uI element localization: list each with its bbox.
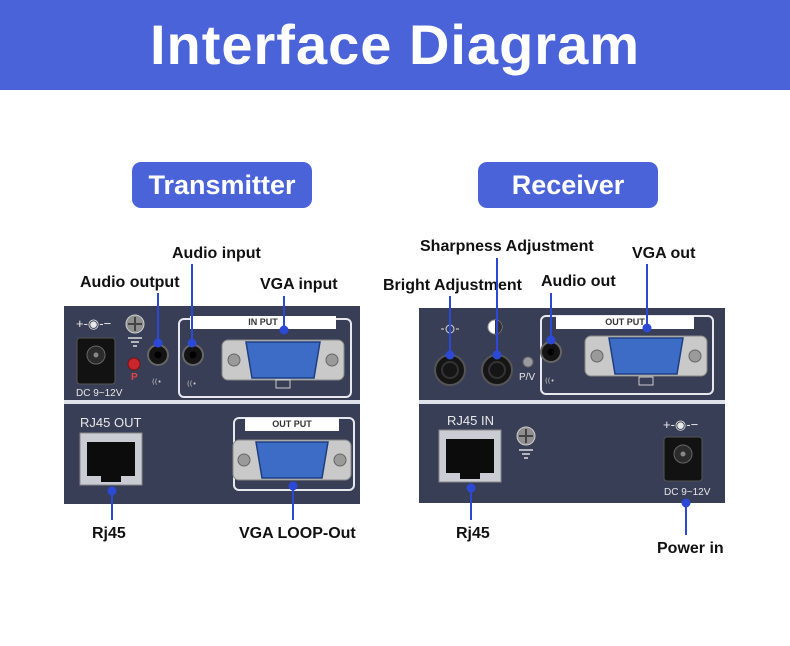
tx-vga-input-port (221, 339, 345, 389)
tx-rj45-out-port (79, 432, 143, 486)
tx-ground-screw (125, 314, 145, 347)
tx-rj45-label: RJ45 OUT (80, 415, 142, 430)
label-vga-input: VGA input (260, 276, 338, 293)
label-audio-out: Audio out (541, 273, 616, 290)
label-audio-input: Audio input (172, 245, 261, 262)
svg-text:((•: ((• (187, 380, 197, 388)
transmitter-divider (64, 400, 360, 404)
tx-audio-output-jack: ((• (147, 344, 169, 386)
callout-lines (107, 258, 691, 535)
rx-audio-out-jack: ((• (540, 341, 562, 385)
receiver-divider (419, 400, 725, 404)
rx-pv-indicator (522, 356, 534, 368)
tx-power-symbol: +-◉-− (76, 316, 112, 331)
title-banner: Interface Diagram (0, 0, 790, 90)
label-bright-adjustment: Bright Adjustment (383, 277, 522, 294)
receiver-heading: Receiver (478, 162, 658, 208)
label-rj45-rx: Rj45 (456, 525, 490, 542)
label-vga-out: VGA out (632, 245, 696, 262)
label-vga-loop-out: VGA LOOP-Out (239, 525, 356, 542)
tx-dc-label: DC 9~12V (76, 388, 123, 399)
tx-dc-jack (76, 337, 116, 385)
rx-ground-screw (516, 426, 536, 459)
rx-rj45-label: RJ45 IN (447, 413, 494, 428)
rx-vga-out-port (584, 335, 708, 386)
tx-input-frame-title: IN PUT (190, 316, 336, 329)
transmitter-heading: Transmitter (132, 162, 312, 208)
rx-output-frame-title: OUT PUT (556, 316, 694, 329)
rx-dc-jack (663, 436, 703, 482)
tx-p-label: P (131, 372, 138, 383)
tx-output-frame-title: OUT PUT (245, 418, 339, 431)
label-power-in: Power in (657, 540, 724, 557)
tx-vga-loop-out-port (232, 439, 352, 481)
tx-audio-input-jack: ((• (182, 344, 204, 388)
diagram-title: Interface Diagram (149, 13, 641, 76)
tx-power-led (127, 357, 141, 371)
label-sharpness-adjustment: Sharpness Adjustment (420, 238, 594, 255)
rx-rj45-in-port (438, 429, 502, 483)
label-rj45-tx: Rj45 (92, 525, 126, 542)
svg-text:((•: ((• (152, 378, 162, 386)
rx-power-symbol: +-◉-− (663, 417, 699, 432)
rx-dc-label: DC 9~12V (664, 487, 711, 498)
label-audio-output: Audio output (80, 274, 180, 291)
rx-pv-label: P/V (519, 372, 536, 383)
svg-text:((•: ((• (545, 377, 555, 385)
